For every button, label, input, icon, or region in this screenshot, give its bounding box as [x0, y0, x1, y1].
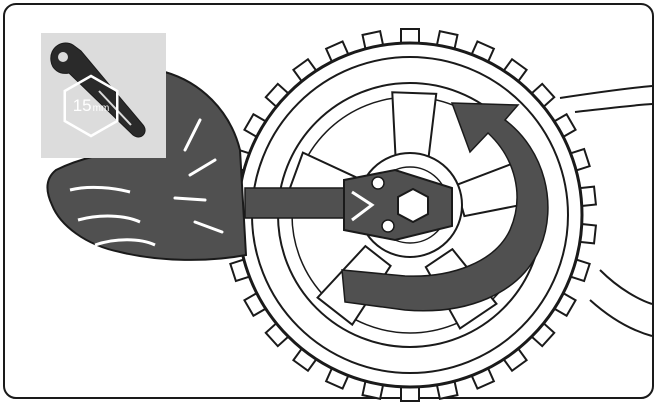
- socket-size-label: 15mm: [61, 97, 121, 115]
- socket-size-unit: mm: [93, 103, 110, 114]
- tool-badge: 15mm: [41, 33, 166, 158]
- tool-badge-art: [41, 33, 166, 158]
- hex-nut: [398, 189, 428, 222]
- socket-size-value: 15: [73, 96, 92, 115]
